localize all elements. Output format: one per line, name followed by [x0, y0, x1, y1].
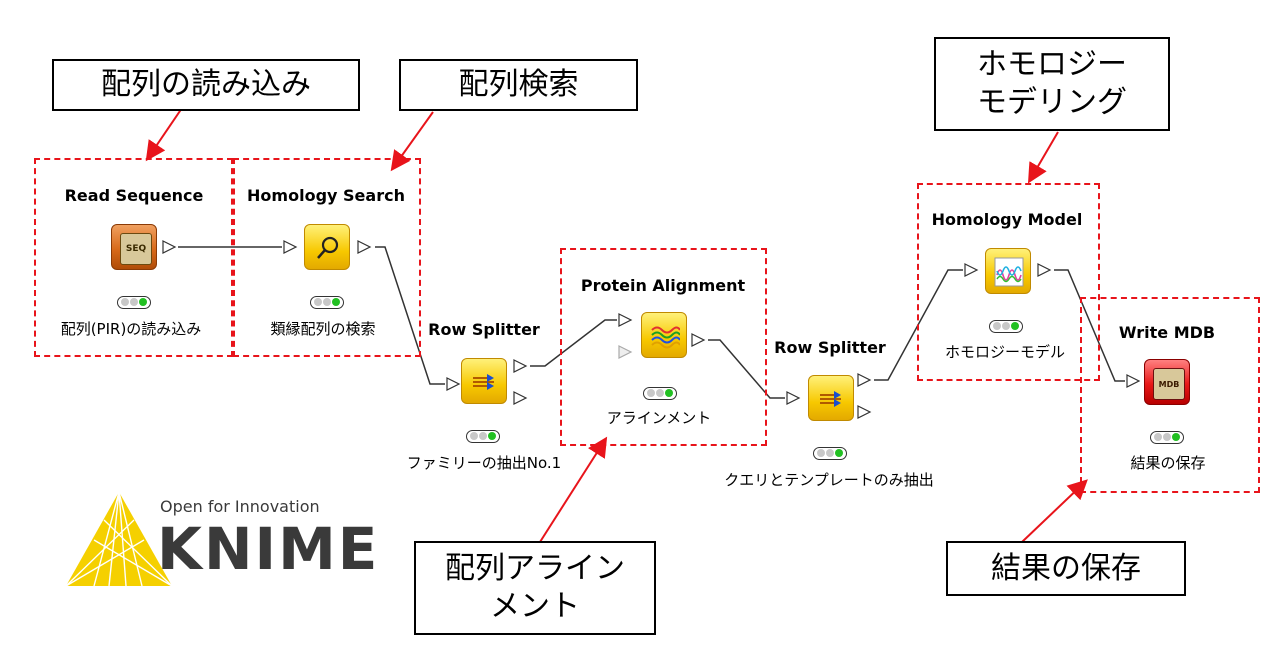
status-light-split1: [466, 430, 500, 443]
node-label-write-mdb: 結果の保存: [1130, 454, 1206, 472]
node-row-splitter-1[interactable]: [461, 358, 507, 404]
optional-port: [618, 345, 633, 359]
splitter-icon: [473, 374, 494, 390]
node-title-row-splitter-1: Row Splitter: [428, 320, 540, 339]
group-save: [1080, 297, 1260, 493]
magnifier-icon: [317, 236, 339, 259]
callout-arrow-save: [1021, 479, 1088, 543]
knime-logo-icon: [65, 491, 173, 587]
status-light-model: [989, 320, 1023, 333]
connection-model-write: [1054, 269, 1125, 382]
node-label-read-sequence: 配列(PIR)の読み込み: [60, 320, 202, 338]
logo-name: KNIME: [157, 515, 380, 583]
node-title-row-splitter-2: Row Splitter: [774, 338, 886, 357]
status-light-split2: [813, 447, 847, 460]
node-homology-search[interactable]: [304, 224, 350, 270]
status-light-search: [310, 296, 344, 309]
callout-align: 配列アラインメント: [414, 541, 656, 635]
splitter-icon: [820, 391, 841, 407]
node-homology-model[interactable]: [985, 248, 1031, 294]
callout-read: 配列の読み込み: [52, 59, 360, 111]
group-search: [233, 158, 421, 357]
node-title-homology-search: Homology Search: [247, 186, 405, 205]
callout-arrow-read: [145, 107, 183, 162]
callout-save: 結果の保存: [946, 541, 1186, 596]
seq-icon: SEQ: [120, 233, 152, 265]
connection-split1-align: [530, 319, 617, 367]
node-read-sequence[interactable]: SEQ: [111, 224, 157, 270]
group-read: [34, 158, 233, 357]
callout-arrow-model: [1027, 131, 1059, 184]
logo-tagline: Open for Innovation: [160, 497, 320, 516]
connection-search-split1: [375, 246, 445, 385]
node-label-row-splitter-2: クエリとテンプレートのみ抽出: [724, 471, 934, 489]
status-light-write: [1150, 431, 1184, 444]
callout-arrow-align: [539, 436, 608, 543]
node-label-homology-model: ホモロジーモデル: [944, 343, 1066, 361]
mdb-icon: MDB: [1153, 368, 1185, 400]
status-light-align: [643, 387, 677, 400]
node-row-splitter-2[interactable]: [808, 375, 854, 421]
node-protein-alignment[interactable]: [641, 312, 687, 358]
group-model: [917, 183, 1100, 381]
node-title-read-sequence: Read Sequence: [64, 186, 204, 205]
model-icon: [994, 257, 1024, 287]
group-align: [560, 248, 767, 446]
connection-align-split2: [708, 339, 785, 399]
node-label-row-splitter-1: ファミリーの抽出No.1: [406, 454, 562, 472]
node-title-protein-alignment: Protein Alignment: [580, 276, 746, 295]
alignment-icon: [651, 326, 680, 349]
callout-model: ホモロジーモデリング: [934, 37, 1170, 131]
status-light-read: [117, 296, 151, 309]
node-title-write-mdb: Write MDB: [1118, 323, 1216, 342]
callout-search: 配列検索: [399, 59, 638, 111]
node-label-homology-search: 類縁配列の検索: [270, 320, 376, 338]
node-title-homology-model: Homology Model: [931, 210, 1083, 229]
node-write-mdb[interactable]: MDB: [1144, 359, 1190, 405]
node-label-protein-alignment: アラインメント: [606, 409, 712, 427]
